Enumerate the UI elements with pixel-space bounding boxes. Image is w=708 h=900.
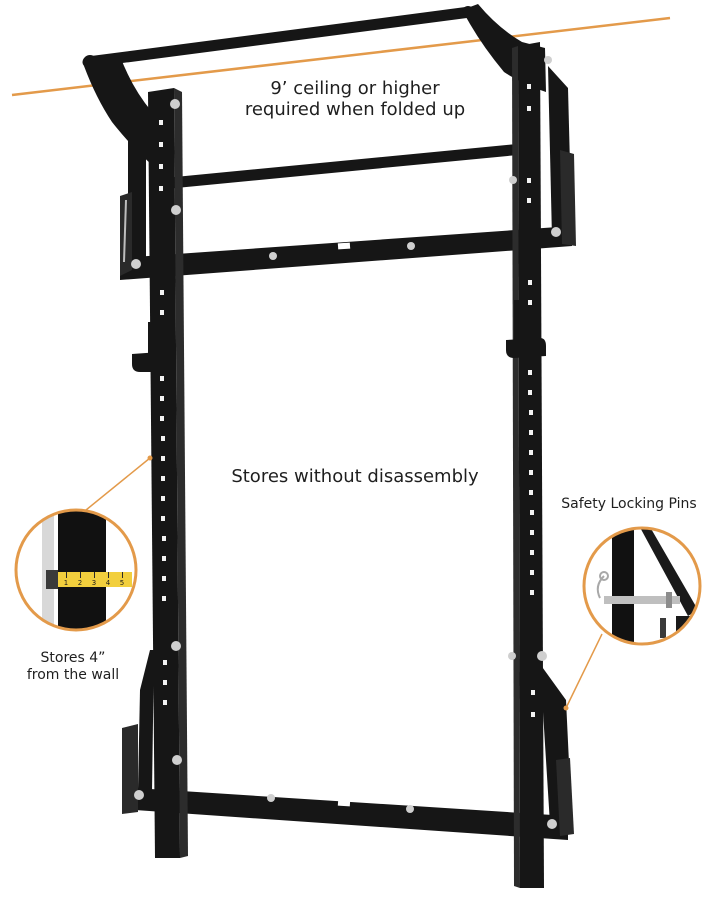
tape-measure	[48, 572, 132, 587]
stores-without-disassembly-label: Stores without disassembly	[231, 466, 479, 487]
left-lower-wall-bracket	[122, 650, 154, 814]
right-j-hook-plate	[514, 300, 528, 344]
ceiling-label-line-1: 9’ ceiling or higher	[270, 78, 440, 99]
tape-tick-3: 3	[92, 579, 96, 587]
lower-crossbar	[135, 788, 568, 840]
pins-callout-dot	[563, 705, 569, 711]
safety-locking-pins-label: Safety Locking Pins	[561, 496, 697, 512]
tape-tick-5: 5	[120, 579, 124, 587]
pin-ring-icon	[599, 571, 609, 581]
stores-label-line-2: from the wall	[26, 666, 120, 683]
left-upright	[148, 88, 188, 858]
tape-tick-2: 2	[78, 579, 82, 587]
stores-label-line-1: Stores 4”	[40, 650, 106, 666]
right-lower-wall-bracket	[540, 664, 574, 836]
tape-tick-1: 1	[64, 579, 68, 587]
pins-callout-line	[565, 633, 603, 709]
pull-up-bar	[82, 6, 476, 69]
tape-measure-detail-circle: 1 2 3 4 5	[14, 508, 138, 632]
ceiling-label-line-2: required when folded up	[244, 99, 466, 121]
right-upper-wall-bracket	[544, 56, 576, 246]
stores-callout-line	[85, 457, 151, 511]
ceiling-height-label: 9’ ceiling or higher required when folde…	[205, 78, 505, 120]
stores-callout-dot	[147, 455, 153, 461]
lower-pull-up-bar	[154, 144, 518, 190]
right-upright	[508, 42, 547, 888]
tape-tick-4: 4	[106, 579, 111, 587]
left-upper-wall-bracket	[120, 138, 146, 276]
stores-from-wall-label: Stores 4” from the wall	[14, 650, 132, 683]
left-j-hook-plate	[148, 322, 162, 364]
upper-crossbar	[120, 226, 572, 280]
